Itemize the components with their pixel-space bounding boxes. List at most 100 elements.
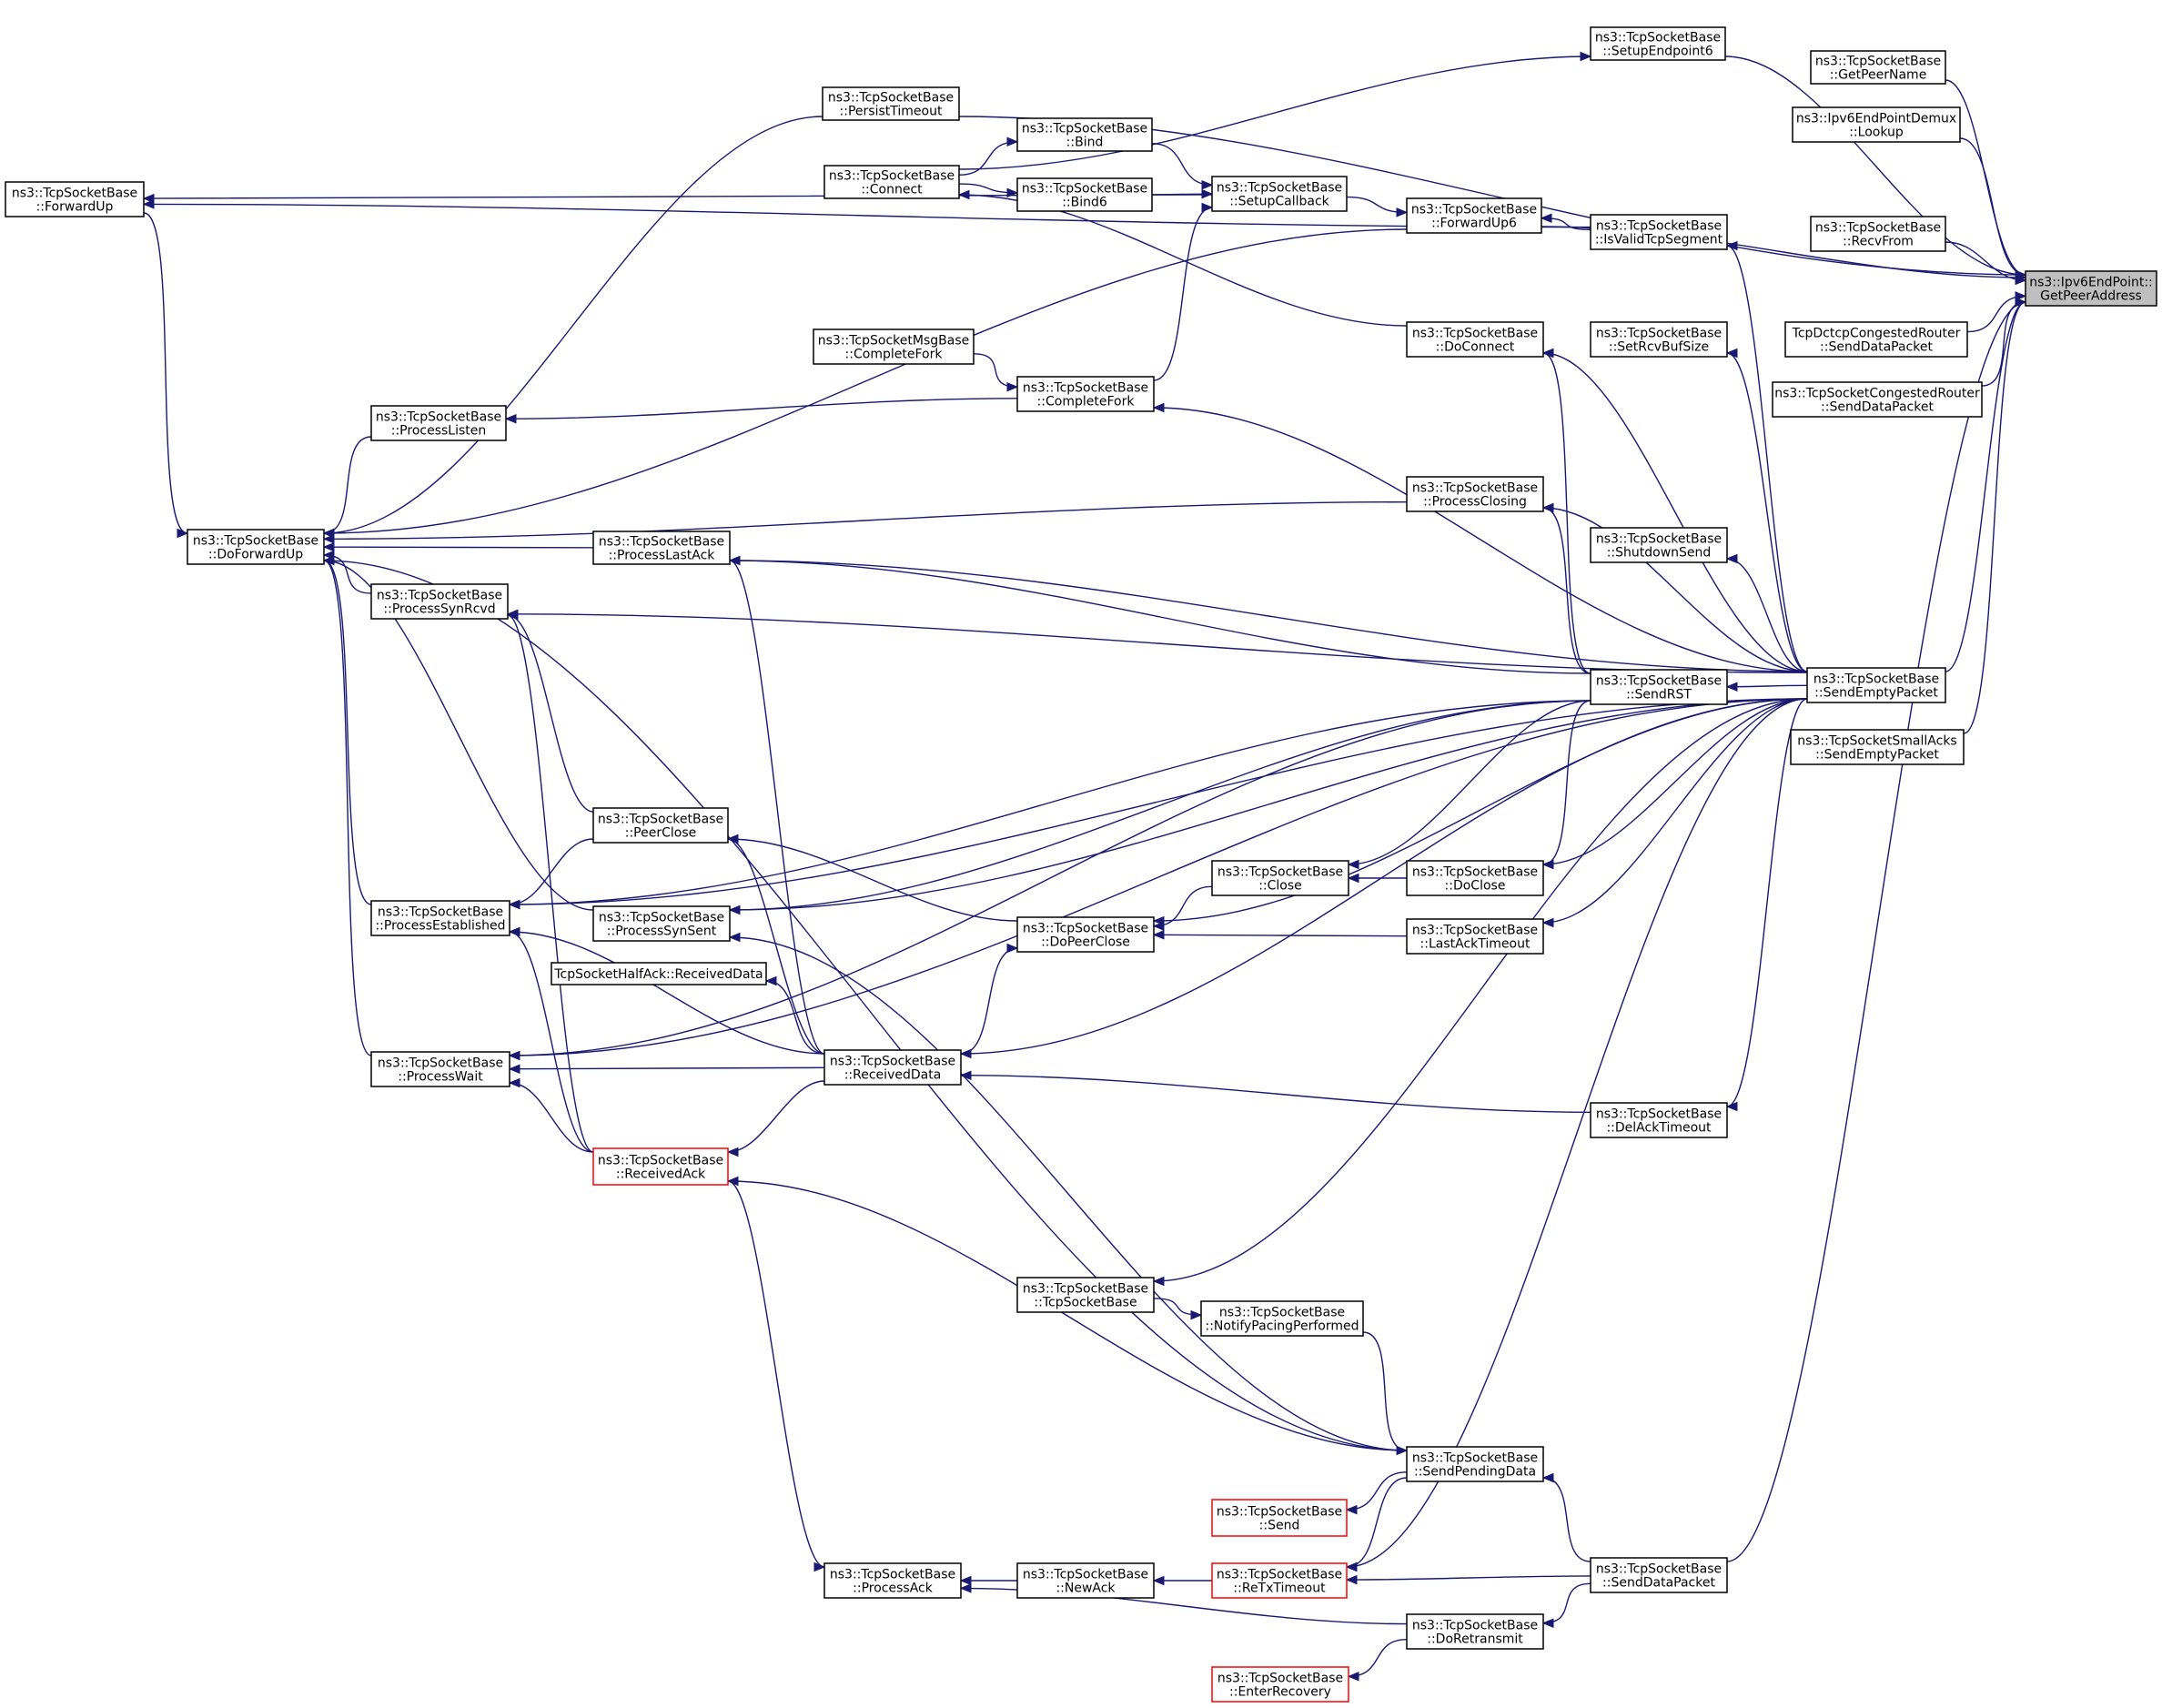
node-dctcp[interactable]: TcpDctcpCongestedRouter::SendDataPacket — [1784, 321, 1968, 358]
node-label: GetPeerAddress — [2040, 289, 2142, 304]
edge-completefork-to-setupcb — [1153, 202, 1214, 381]
node-pclosing[interactable]: ns3::TcpSocketBase::ProcessClosing — [1406, 476, 1544, 512]
arrowhead-icon — [1725, 682, 1738, 692]
node-label: ns3::TcpSocketBase — [598, 813, 723, 827]
node-connect[interactable]: ns3::TcpSocketBase::Connect — [823, 165, 960, 199]
arrowhead-icon — [1347, 873, 1359, 884]
node-label: ns3::TcpSocketBase — [376, 410, 501, 425]
node-label: ns3::TcpSocketBase — [1217, 1505, 1342, 1520]
node-retxtimeout[interactable]: ns3::TcpSocketBase::ReTxTimeout — [1211, 1562, 1348, 1599]
node-doretransmit[interactable]: ns3::TcpSocketBase::DoRetransmit — [1406, 1613, 1544, 1650]
node-setupendpoint6[interactable]: ns3::TcpSocketBase::SetupEndpoint6 — [1590, 26, 1726, 61]
node-lastacktimeout[interactable]: ns3::TcpSocketBase::LastAckTimeout — [1406, 918, 1544, 955]
arrowhead-icon — [1541, 1472, 1554, 1483]
node-newack[interactable]: ns3::TcpSocketBase::NewAck — [1016, 1562, 1155, 1599]
node-sendrst[interactable]: ns3::TcpSocketBase::SendRST — [1590, 669, 1728, 705]
arrowhead-icon — [1540, 213, 1552, 223]
edge-isvalid-to-forwardup — [142, 199, 1591, 228]
node-plisten[interactable]: ns3::TcpSocketBase::ProcessListen — [370, 405, 507, 441]
arrowhead-icon — [1152, 1276, 1165, 1287]
edge-sendrst-to-pclosing — [1541, 502, 1591, 674]
node-label: ns3::TcpSocketBase — [1411, 203, 1537, 217]
node-label: ns3::TcpSocketBase — [1022, 122, 1147, 136]
node-label: ::CompleteFork — [1037, 395, 1136, 409]
edge-sendpending-to-retxtimeout — [1345, 1477, 1408, 1572]
node-shutdownsend[interactable]: ns3::TcpSocketBase::ShutdownSend — [1590, 527, 1728, 563]
edge-plisten-to-doforwardup — [322, 436, 372, 539]
node-box — [823, 165, 960, 199]
node-congrouter[interactable]: ns3::TcpSocketCongestedRouter::SendDataP… — [1772, 381, 1983, 418]
node-senddata[interactable]: ns3::TcpSocketBase::SendDataPacket — [1590, 1557, 1728, 1593]
node-receiveddata[interactable]: ns3::TcpSocketBase::ReceivedData — [823, 1049, 962, 1086]
node-completefork[interactable]: ns3::TcpSocketBase::CompleteFork — [1016, 376, 1155, 412]
node-setrcvbuf[interactable]: ns3::TcpSocketBase::SetRcvBufSize — [1590, 321, 1728, 358]
node-doclose[interactable]: ns3::TcpSocketBase::DoClose — [1406, 860, 1544, 896]
node-box — [1772, 381, 1983, 418]
edge-setupcb-to-forwardup6 — [1346, 196, 1409, 217]
node-label: ::SendPendingData — [1414, 1465, 1536, 1480]
arrowhead-icon — [1541, 348, 1554, 359]
node-delacktimeout[interactable]: ns3::TcpSocketBase::DelAckTimeout — [1590, 1102, 1728, 1138]
node-forwardup6[interactable]: ns3::TcpSocketBase::ForwardUp6 — [1406, 197, 1542, 234]
node-persist[interactable]: ns3::TcpSocketBase::PersistTimeout — [822, 86, 960, 121]
node-label: ::DoForwardUp — [208, 548, 303, 562]
node-box — [592, 531, 731, 565]
node-close[interactable]: ns3::TcpSocketBase::Close — [1211, 860, 1349, 896]
arrowhead-icon — [142, 193, 155, 204]
node-setupcb[interactable]: ns3::TcpSocketBase::SetupCallback — [1211, 176, 1348, 212]
node-psynrcvd[interactable]: ns3::TcpSocketBase::ProcessSynRcvd — [370, 583, 509, 620]
node-dopeerclose[interactable]: ns3::TcpSocketBase::DoPeerClose — [1016, 916, 1155, 953]
node-enterrecovery[interactable]: ns3::TcpSocketBase::EnterRecovery — [1211, 1666, 1349, 1703]
node-label: ns3::TcpSocketBase — [1023, 922, 1148, 936]
arrowhead-icon — [1345, 1561, 1358, 1572]
nodes-layer: ns3::Ipv6EndPoint::GetPeerAddressns3::Tc… — [5, 26, 2157, 1703]
node-lookup[interactable]: ns3::Ipv6EndPointDemux::Lookup — [1792, 106, 1961, 143]
node-label: ns3::TcpSocketBase — [378, 1056, 503, 1071]
edge-sendrst-to-close — [1347, 700, 1591, 870]
node-smallacks[interactable]: ns3::TcpSocketSmallAcks::SendEmptyPacket — [1790, 729, 1965, 765]
edge-sendrst-to-pwait — [508, 700, 1591, 1061]
arrowhead-icon — [959, 1070, 972, 1080]
edge-receiveddata-to-pwait — [508, 1064, 825, 1074]
node-send[interactable]: ns3::TcpSocketBase::Send — [1211, 1499, 1348, 1537]
edge-retxtimeout-to-newack — [1152, 1575, 1213, 1586]
arrowhead-icon — [1152, 930, 1165, 940]
arrowhead-icon — [1201, 180, 1214, 190]
node-doforwardup[interactable]: ns3::TcpSocketBase::DoForwardUp — [187, 529, 325, 565]
node-halfack[interactable]: TcpSocketHalfAck::ReceivedData — [551, 962, 767, 985]
arrowhead-icon — [1345, 1574, 1358, 1585]
node-box — [370, 1051, 510, 1087]
node-tcpsocketbase[interactable]: ns3::TcpSocketBase::TcpSocketBase — [1016, 1277, 1155, 1313]
node-psynsent[interactable]: ns3::TcpSocketBase::ProcessSynSent — [592, 905, 731, 942]
node-forwardup[interactable]: ns3::TcpSocketBase::ForwardUp — [5, 181, 145, 217]
node-msgfork[interactable]: ns3::TcpSocketMsgBase::CompleteFork — [813, 328, 975, 365]
arrowhead-icon — [959, 1575, 972, 1586]
node-doconnect[interactable]: ns3::TcpSocketBase::DoConnect — [1406, 321, 1544, 358]
node-recvfrom[interactable]: ns3::TcpSocketBase::RecvFrom — [1810, 216, 1946, 252]
node-processack[interactable]: ns3::TcpSocketBase::ProcessAck — [823, 1562, 962, 1599]
node-getpeername[interactable]: ns3::TcpSocketBase::GetPeerName — [1810, 50, 1946, 85]
node-sendpending[interactable]: ns3::TcpSocketBase::SendPendingData — [1406, 1446, 1544, 1482]
node-pwait[interactable]: ns3::TcpSocketBase::ProcessWait — [370, 1051, 510, 1087]
node-label: ns3::TcpSocketBase — [1596, 674, 1722, 689]
node-bind6[interactable]: ns3::TcpSocketBase::Bind6 — [1016, 177, 1153, 212]
node-notifypacing[interactable]: ns3::TcpSocketBase::NotifyPacingPerforme… — [1200, 1300, 1364, 1337]
node-pestab[interactable]: ns3::TcpSocketBase::ProcessEstablished — [370, 900, 510, 936]
node-box — [1211, 860, 1349, 896]
node-isvalid[interactable]: ns3::TcpSocketBase::IsValidTcpSegment — [1590, 214, 1728, 250]
node-bind[interactable]: ns3::TcpSocketBase::Bind — [1016, 117, 1153, 152]
node-label: ::SendRST — [1626, 688, 1692, 702]
node-receivedack[interactable]: ns3::TcpSocketBase::ReceivedAck — [592, 1147, 729, 1186]
arrowhead-icon — [508, 1077, 520, 1088]
node-plastack[interactable]: ns3::TcpSocketBase::ProcessLastAck — [592, 531, 731, 565]
node-box — [822, 86, 960, 121]
node-label: ::SetupCallback — [1229, 195, 1329, 209]
node-label: ::Close — [1258, 879, 1302, 894]
edge-isvalid-to-forwardup6 — [1540, 213, 1591, 230]
edge-forwardup-to-doforwardup — [143, 212, 189, 539]
node-label: ::ForwardUp — [36, 200, 114, 215]
node-box — [2025, 270, 2157, 307]
node-peerclose[interactable]: ns3::TcpSocketBase::PeerClose — [592, 807, 729, 844]
node-root[interactable]: ns3::Ipv6EndPoint::GetPeerAddress — [2025, 270, 2157, 307]
node-sendempty[interactable]: ns3::TcpSocketBase::SendEmptyPacket — [1806, 667, 1946, 703]
